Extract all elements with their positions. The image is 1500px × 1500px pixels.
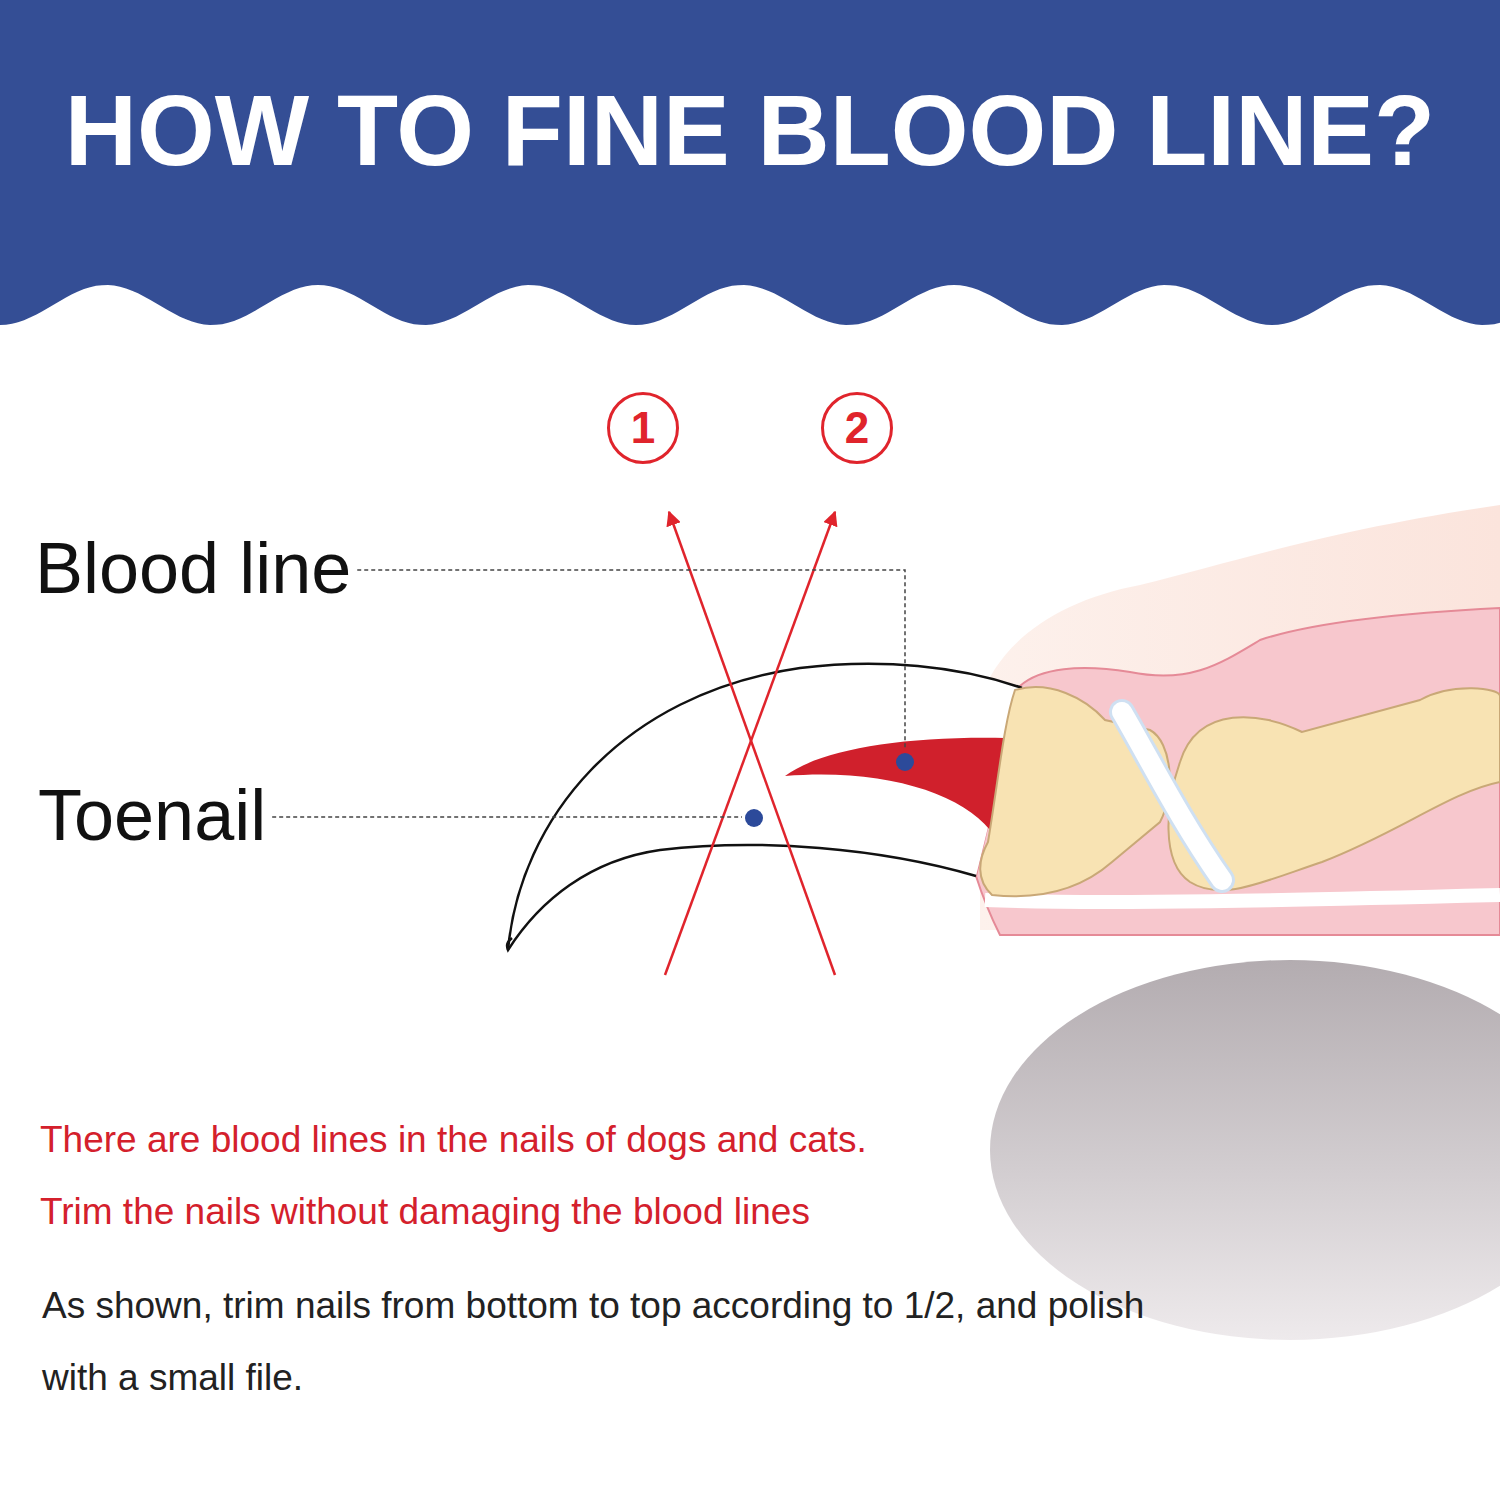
label-text: Trim the nails without damaging the bloo… <box>40 1191 810 1232</box>
callout-number: 2 <box>845 406 869 450</box>
leader-dot <box>745 809 763 827</box>
callout-circle: 2 <box>821 392 893 464</box>
toenail-outline <box>508 664 1022 950</box>
callout-number: 1 <box>631 406 655 450</box>
blood-line-shape <box>785 738 1008 830</box>
paw-pad <box>990 960 1500 1340</box>
part-label: Blood line <box>35 525 351 611</box>
distal-phalanx <box>980 687 1169 896</box>
title: HOW TO FINE BLOOD LINE? <box>0 70 1500 190</box>
label-text: There are blood lines in the nails of do… <box>40 1119 867 1160</box>
callout-circle: 1 <box>607 392 679 464</box>
title-text: HOW TO FINE BLOOD LINE? <box>65 74 1435 186</box>
toenail-shape <box>508 664 1022 950</box>
part-label: Toenail <box>38 772 266 858</box>
leader-line <box>357 570 905 750</box>
note: Trim the nails without damaging the bloo… <box>40 1190 810 1234</box>
cut-arrow <box>665 512 835 975</box>
ligament <box>1122 712 1222 880</box>
label-text: Blood line <box>35 528 351 608</box>
toe-flesh <box>976 608 1500 935</box>
ligament <box>1122 712 1222 880</box>
instruction: As shown, trim nails from bottom to top … <box>42 1270 1152 1414</box>
label-text: Toenail <box>38 775 266 855</box>
tendon <box>985 895 1500 902</box>
title-banner <box>0 0 1500 325</box>
note: There are blood lines in the nails of do… <box>40 1118 867 1162</box>
toenail-outline <box>507 845 976 950</box>
label-text: As shown, trim nails from bottom to top … <box>42 1285 1144 1398</box>
leader-line <box>272 816 742 818</box>
leader-dot <box>896 753 914 771</box>
